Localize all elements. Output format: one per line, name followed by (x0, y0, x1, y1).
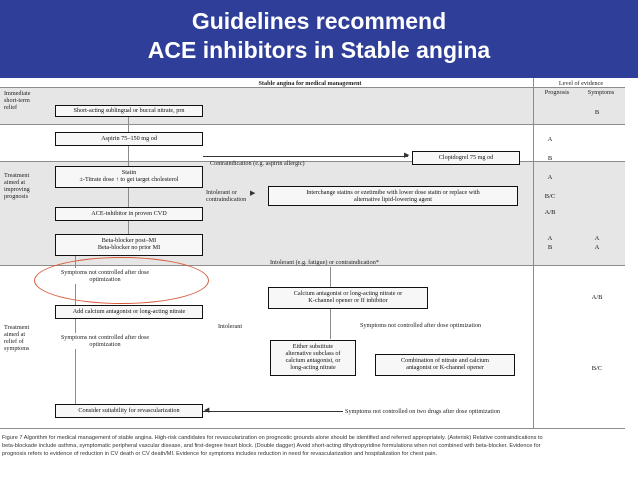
divider-2 (0, 161, 625, 162)
either-line2: alternative subclass of (285, 350, 341, 357)
ev-beta-post-mi-prognosis: A (547, 235, 553, 242)
connector-8 (330, 309, 331, 339)
ev-aspirin-prognosis: A (547, 136, 553, 143)
arrow-to-clopidogrel: ▶ (404, 151, 410, 159)
combination-line2: antagonist or K-channel opener (406, 364, 484, 371)
ev-clopidogrel-prognosis: B (547, 155, 553, 162)
either-line1: Either substitute (292, 343, 334, 350)
aspirin-to-clopidogrel-line (203, 156, 408, 157)
connector-6 (75, 284, 76, 305)
side-label-symptoms: Treatment aimed at relief of symptoms (4, 324, 30, 352)
statin-line2: ±-Titrate dose ↑ to get target cholester… (79, 176, 179, 183)
beta-blocker-box: Beta-blocker post–MI Beta-blocker no pri… (55, 234, 203, 256)
calcium-antagonist-box: Calcium antagonist or long-acting nitrat… (268, 287, 428, 309)
connector-1 (128, 117, 129, 132)
ev-beta-no-mi-symptoms: A (594, 244, 600, 251)
intolerant-contra-label: Intolerant or contraindication (206, 189, 247, 203)
statin-line1: Statin (121, 169, 137, 176)
side-label-immediate: Immediate short-term relief (4, 90, 31, 111)
ace-inhibitor-box: ACE-inhibitor in proven CVD (55, 207, 203, 221)
combination-box: Combination of nitrate and calcium antag… (375, 354, 515, 376)
figure-caption-line2: beta-blockade include asthma, symptomati… (2, 443, 541, 449)
ev-short-acting-symptoms: B (594, 109, 600, 116)
short-acting-nitrate-box: Short-acting sublingual or buccal nitrat… (55, 105, 203, 117)
contraindication-aspirin-label: Contraindication (e.g. aspirin allergic) (210, 160, 305, 167)
slide-title-line1: Guidelines recommend (191, 8, 447, 34)
ace-highlight-oval (34, 257, 209, 304)
revascularization-box: Consider suitability for revascularizati… (55, 404, 203, 418)
connector-10 (75, 349, 76, 404)
prognosis-col-header: Prognosis (544, 89, 570, 96)
connector-3 (128, 188, 129, 207)
algorithm-figure: Stable angina for medical management Lev… (0, 78, 638, 478)
interchange-statins-box: Interchange statins or ezetimibe with lo… (268, 186, 518, 206)
ev-calcium-symptoms: A/B (591, 294, 603, 301)
intolerant-label: Intolerant (218, 323, 243, 330)
clopidogrel-box: Clopidogrel 75 mg od (412, 151, 520, 165)
either-line4: long-acting nitrate (290, 364, 336, 371)
evidence-divider (533, 78, 534, 428)
not-controlled-two-drugs-label: Symptoms not controlled on two drugs aft… (345, 408, 501, 415)
intolerant-fatigue-label: Intolerant (e.g. fatigue) or contraindic… (270, 259, 379, 266)
connector-5 (75, 256, 76, 268)
interchange-line1: Interchange statins or ezetimibe with lo… (306, 189, 480, 196)
ev-interchange-prognosis: B/C (544, 193, 556, 200)
add-calcium-box: Add calcium antagonist or long-acting ni… (55, 305, 203, 319)
figure-header: Stable angina for medical management (258, 80, 362, 87)
side-label-prognosis: Treatment aimed at improving prognosis (4, 172, 30, 200)
ev-combination-symptoms: B/C (591, 365, 603, 372)
connector-7 (330, 267, 331, 287)
ev-beta-post-mi-symptoms: A (594, 235, 600, 242)
statin-box: Statin ±-Titrate dose ↑ to get target ch… (55, 166, 203, 188)
level-of-evidence-label: Level of evidence (558, 80, 604, 87)
ev-statin-prognosis: A (547, 174, 553, 181)
not-controlled-2-label: Symptoms not controlled after dose optim… (60, 334, 150, 348)
connector-9 (75, 319, 76, 333)
ev-ace-prognosis: A/B (544, 209, 556, 216)
aspirin-box: Aspirin 75–150 mg od (55, 132, 203, 146)
interchange-line2: alternative lipid-lowering agent (353, 196, 432, 203)
connector-2 (128, 146, 129, 166)
divider-bottom (0, 428, 625, 429)
beta-post-mi: Beta-blocker post–MI (101, 237, 157, 244)
not-controlled-1-label: Symptoms not controlled after dose optim… (60, 269, 150, 283)
symptoms-col-header: Symptoms (587, 89, 615, 96)
arrow-to-interchange: ▶ (250, 189, 256, 197)
revasc-line (203, 411, 343, 412)
either-line3: calcium antagonist, or (285, 357, 341, 364)
connector-4 (128, 221, 129, 234)
beta-no-mi: Beta-blocker no prior MI (97, 244, 161, 251)
either-substitute-box: Either substitute alternative subclass o… (270, 340, 356, 376)
divider-1 (0, 124, 625, 125)
title-banner: Guidelines recommend ACE inhibitors in S… (0, 0, 638, 78)
figure-caption-line3: prognosis refers to evidence of reductio… (2, 451, 437, 457)
combination-line1: Combination of nitrate and calcium (401, 357, 489, 364)
slide-title-line2: ACE inhibitors in Stable angina (147, 37, 491, 63)
figure-caption-line1: Figure 7 Algorithm for medical managemen… (2, 435, 543, 441)
calcium-line2: K-channel opener or If inhibitor (308, 297, 388, 304)
arrow-to-revasc: ◀ (204, 406, 210, 414)
divider-3 (0, 265, 625, 266)
not-controlled-right-label: Symptoms not controlled after dose optim… (360, 322, 482, 329)
ev-beta-no-mi-prognosis: B (547, 244, 553, 251)
divider-top (0, 87, 625, 88)
calcium-line1: Calcium antagonist or long-acting nitrat… (293, 290, 403, 297)
